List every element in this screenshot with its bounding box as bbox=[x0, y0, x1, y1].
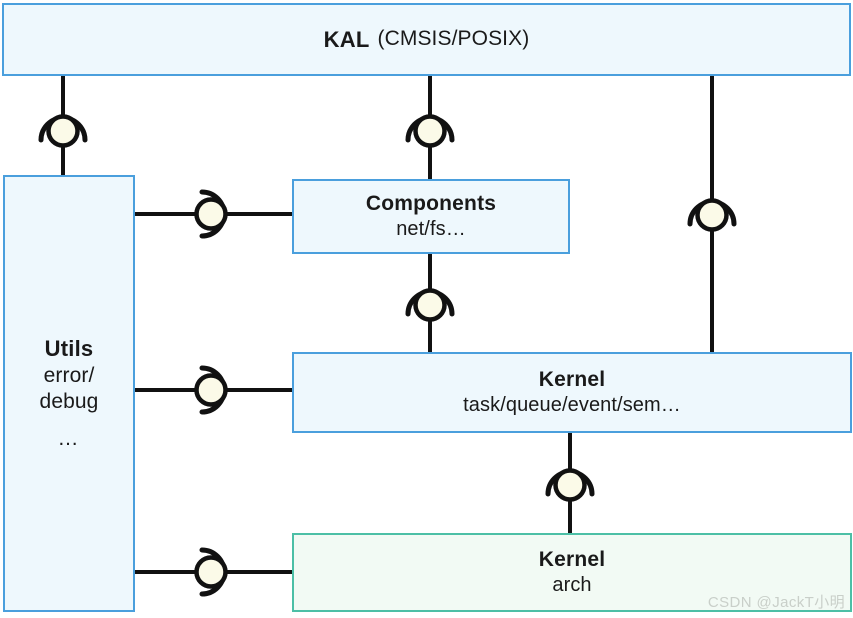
connector-components-to-kernel bbox=[405, 288, 455, 322]
ball-icon bbox=[413, 114, 447, 148]
node-utils[interactable]: Utils error/ debug … bbox=[3, 175, 135, 612]
connector-kernel-to-kernel-arch bbox=[545, 468, 595, 502]
node-utils-subtitle-line2: debug bbox=[39, 390, 99, 414]
ball-icon bbox=[553, 468, 587, 502]
node-kal-subtitle: (CMSIS/POSIX) bbox=[377, 27, 530, 51]
ball-icon bbox=[46, 114, 80, 148]
node-kernel-subtitle: task/queue/event/sem… bbox=[463, 394, 681, 417]
ball-icon bbox=[194, 555, 228, 589]
connector-utils-to-kernel-arch bbox=[194, 547, 228, 597]
node-components-subtitle: net/fs… bbox=[396, 218, 466, 241]
node-utils-ellipsis: … bbox=[57, 426, 81, 450]
node-kernel-arch-subtitle: arch bbox=[552, 574, 592, 597]
connector-utils-to-kernel bbox=[194, 365, 228, 415]
node-kal-title: KAL bbox=[323, 26, 370, 52]
node-kernel-arch[interactable]: Kernel arch bbox=[292, 533, 852, 612]
connector-kal-to-kernel bbox=[687, 198, 737, 232]
connector-kal-to-utils bbox=[38, 114, 88, 148]
node-kal[interactable]: KAL (CMSIS/POSIX) bbox=[2, 3, 851, 76]
node-utils-title: Utils bbox=[44, 335, 94, 361]
ball-icon bbox=[413, 288, 447, 322]
ball-icon bbox=[695, 198, 729, 232]
node-kernel-arch-title: Kernel bbox=[538, 547, 606, 571]
connector-utils-to-components bbox=[194, 189, 228, 239]
ball-icon bbox=[194, 197, 228, 231]
connector-kal-to-components bbox=[405, 114, 455, 148]
link-lines bbox=[61, 76, 714, 574]
node-kernel-title: Kernel bbox=[538, 367, 606, 391]
ball-icon bbox=[194, 373, 228, 407]
node-components-title: Components bbox=[365, 191, 497, 215]
node-kernel[interactable]: Kernel task/queue/event/sem… bbox=[292, 352, 852, 433]
node-utils-subtitle-line1: error/ bbox=[43, 363, 95, 387]
node-components[interactable]: Components net/fs… bbox=[292, 179, 570, 254]
